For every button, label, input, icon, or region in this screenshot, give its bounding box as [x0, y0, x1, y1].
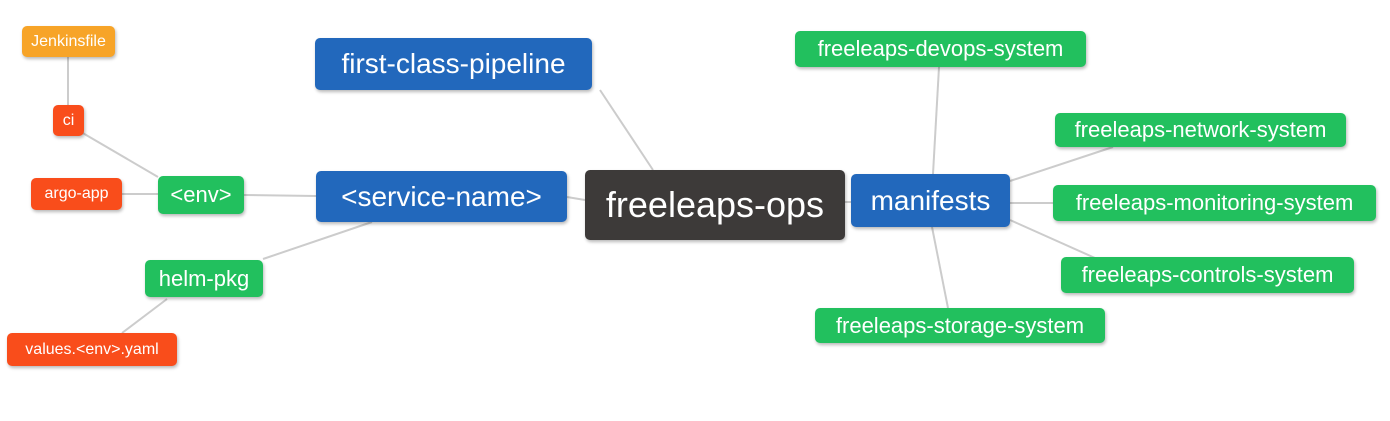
node-freeleaps-ops-root[interactable]: freeleaps-ops: [585, 170, 845, 240]
node-argo-app[interactable]: argo-app: [31, 178, 122, 210]
node-freeleaps-network-system[interactable]: freeleaps-network-system: [1055, 113, 1346, 147]
edge-service-name-root: [566, 196, 586, 201]
edge-pipeline-root: [599, 89, 654, 171]
node-first-class-pipeline-label: first-class-pipeline: [341, 48, 566, 79]
node-manifests[interactable]: manifests: [851, 174, 1010, 227]
node-jenkinsfile[interactable]: Jenkinsfile: [22, 26, 115, 57]
node-freeleaps-monitoring-system[interactable]: freeleaps-monitoring-system: [1053, 185, 1376, 221]
node-service-name-label: <service-name>: [341, 180, 542, 212]
edge-manifests-devops: [932, 66, 940, 175]
edge-env-service-name: [243, 194, 317, 197]
node-argo-app-label: argo-app: [44, 185, 109, 202]
node-jenkinsfile-label: Jenkinsfile: [31, 32, 106, 50]
node-freeleaps-ops-label: freeleaps-ops: [605, 184, 825, 225]
node-freeleaps-devops-system[interactable]: freeleaps-devops-system: [795, 31, 1086, 67]
node-service-name[interactable]: <service-name>: [316, 171, 567, 222]
edge-manifests-storage: [931, 226, 949, 309]
node-first-class-pipeline[interactable]: first-class-pipeline: [315, 38, 592, 90]
edge-manifests-network: [1009, 146, 1114, 182]
node-freeleaps-devops-system-label: freeleaps-devops-system: [817, 36, 1064, 61]
node-values-env-yaml-label: values.<env>.yaml: [25, 340, 159, 358]
node-freeleaps-storage-system[interactable]: freeleaps-storage-system: [815, 308, 1105, 343]
edge-manifests-controls: [1009, 219, 1096, 259]
node-helm-pkg[interactable]: helm-pkg: [145, 260, 263, 297]
node-freeleaps-controls-system-label: freeleaps-controls-system: [1081, 262, 1334, 287]
node-env[interactable]: <env>: [158, 176, 244, 214]
node-freeleaps-network-system-label: freeleaps-network-system: [1074, 117, 1327, 142]
node-values-env-yaml[interactable]: values.<env>.yaml: [7, 333, 177, 366]
edge-values-helm-pkg: [121, 298, 168, 334]
edge-ci-env: [80, 131, 159, 178]
edge-helm-pkg-service-name: [262, 221, 373, 260]
node-manifests-label: manifests: [870, 184, 991, 216]
node-freeleaps-controls-system[interactable]: freeleaps-controls-system: [1061, 257, 1354, 293]
node-freeleaps-storage-system-label: freeleaps-storage-system: [835, 312, 1085, 338]
node-freeleaps-monitoring-system-label: freeleaps-monitoring-system: [1075, 190, 1354, 215]
node-helm-pkg-label: helm-pkg: [158, 265, 250, 291]
node-env-label: <env>: [170, 182, 232, 207]
node-ci[interactable]: ci: [53, 105, 84, 136]
node-ci-label: ci: [62, 111, 75, 129]
